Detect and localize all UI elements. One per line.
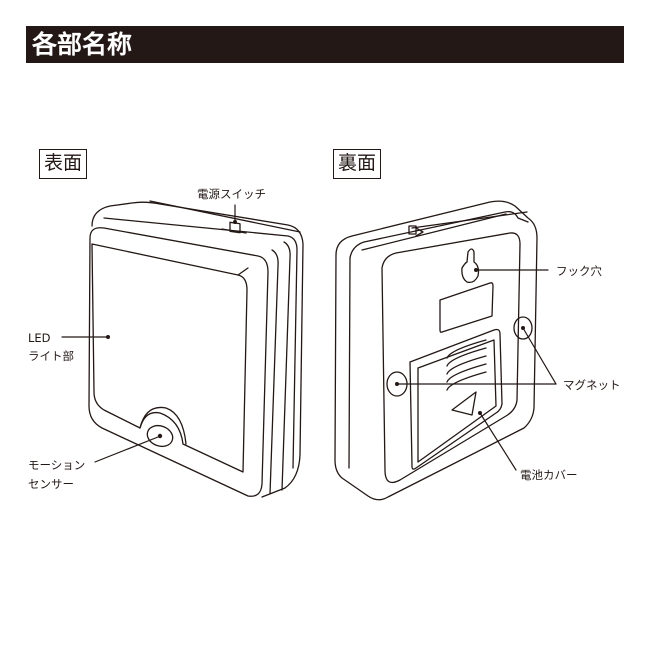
motion-sensor: [146, 424, 174, 448]
front-device-face-outer: [88, 227, 269, 497]
callout-motion-line2: センサー: [28, 477, 74, 491]
battery-cover-arrow: [451, 391, 477, 416]
magnet-right: [513, 316, 533, 340]
battery-cover: [409, 328, 503, 470]
front-view-label: 表面: [39, 149, 88, 179]
back-view-label: 裏面: [333, 149, 382, 179]
hook-hole: [461, 248, 480, 284]
callout-hook-hole: フック穴: [556, 264, 602, 278]
callout-battery-cover: 電池カバー: [520, 468, 578, 482]
back-device-outer-shell: [334, 200, 538, 501]
back-power-switch: [408, 225, 417, 235]
front-device-illustration: [61, 200, 304, 498]
callout-motion-line1: モーション: [28, 458, 86, 472]
front-device-back-shell: [91, 201, 304, 498]
callout-magnet: マグネット: [563, 378, 621, 392]
callout-power-switch: 電源スイッチ: [197, 187, 266, 201]
callout-led-line2: ライト部: [28, 349, 74, 363]
callout-led-line1: LED: [28, 331, 51, 345]
led-light-panel: [91, 243, 248, 473]
back-device-illustration: [334, 200, 557, 501]
section-header-bar: 各部名称: [26, 26, 624, 63]
section-title: 各部名称: [32, 30, 133, 59]
